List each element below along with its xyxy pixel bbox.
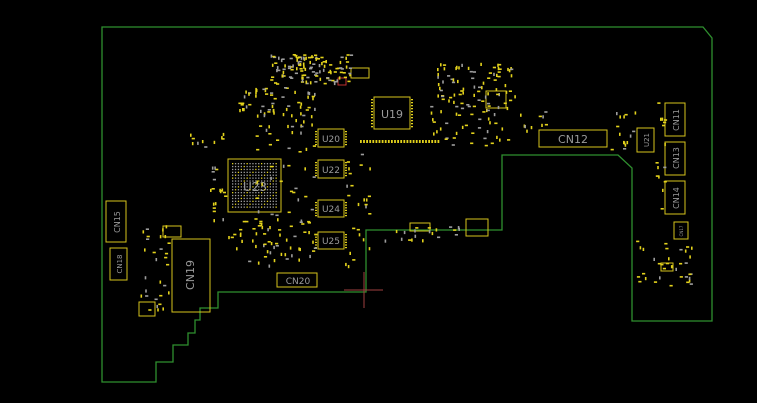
u19-label: U19 — [381, 108, 403, 121]
cn14-label: CN14 — [672, 187, 681, 209]
u25-chip[interactable]: U25 — [317, 231, 345, 250]
cn13-label: CN13 — [672, 147, 681, 169]
cn20-connector[interactable]: CN20 — [276, 272, 318, 288]
cn15-connector[interactable]: CN15 — [105, 200, 127, 243]
cn20-label: CN20 — [286, 277, 311, 287]
cn19-label: CN19 — [184, 260, 197, 290]
cn17-label: CN17 — [679, 225, 684, 236]
cn13-connector[interactable]: CN13 — [664, 141, 686, 176]
cn17-connector[interactable]: CN17 — [673, 221, 689, 240]
u24-label: U24 — [322, 205, 340, 215]
u25-label: U25 — [322, 237, 340, 247]
cn11-label: CN11 — [672, 109, 681, 131]
u22-chip[interactable]: U22 — [317, 159, 345, 179]
crosshair-cursor — [344, 272, 383, 308]
u20-chip[interactable]: U20 — [317, 128, 345, 148]
cn18-connector[interactable]: CN18 — [109, 247, 128, 281]
cn15-label: CN15 — [113, 211, 122, 233]
board-outline — [101, 26, 713, 383]
cn12-connector[interactable]: CN12 — [538, 129, 608, 148]
u20-label: U20 — [322, 135, 340, 145]
small-ic — [350, 67, 370, 79]
u21-chip[interactable]: U21 — [636, 127, 655, 153]
cn11-connector[interactable]: CN11 — [664, 102, 686, 137]
small-ic — [138, 301, 156, 317]
u22-label: U22 — [322, 166, 340, 176]
cn19-connector[interactable]: CN19 — [171, 238, 211, 313]
small-ic — [465, 218, 489, 237]
u19-chip[interactable]: U19 — [373, 96, 411, 130]
cn14-connector[interactable]: CN14 — [664, 180, 686, 215]
component-pads — [140, 54, 693, 312]
cn18-label: CN18 — [116, 254, 124, 273]
u24-chip[interactable]: U24 — [317, 199, 345, 218]
u21-label: U21 — [643, 133, 651, 147]
cn12-label: CN12 — [558, 133, 588, 146]
small-ic — [409, 222, 431, 232]
